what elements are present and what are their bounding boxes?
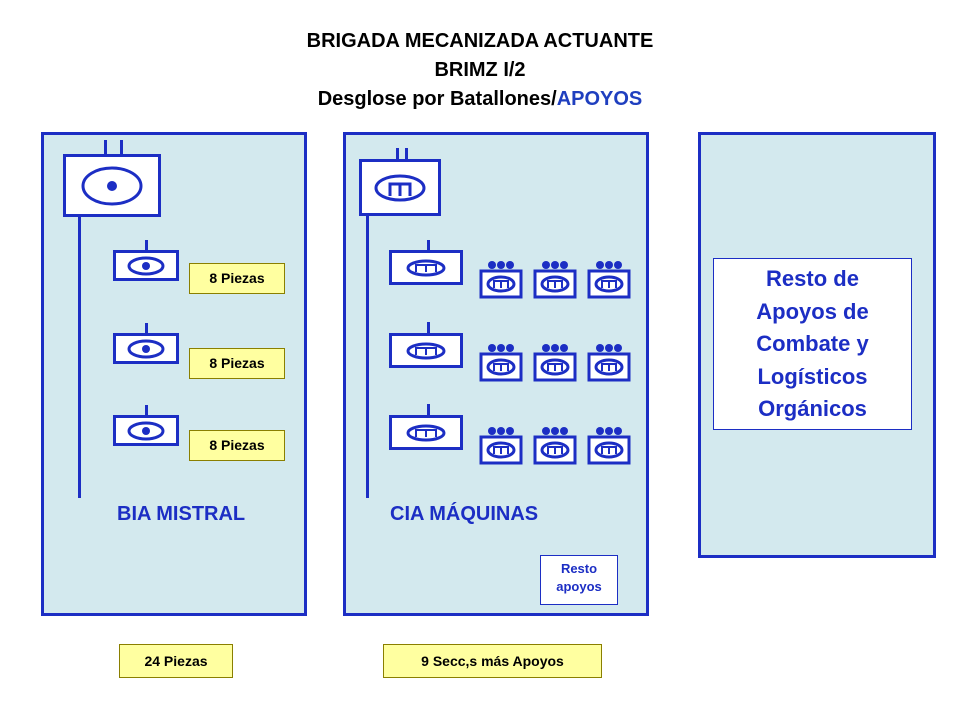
resto-apoyos-box: Resto apoyos	[540, 555, 618, 605]
hq-symbol-mid	[359, 159, 441, 216]
unit-symbol-left-1	[113, 250, 179, 281]
title-accent: APOYOS	[556, 88, 643, 110]
resto-line-4: Logísticos	[757, 363, 868, 389]
squad-symbol-icon	[587, 261, 631, 299]
ellipse-dot-icon	[127, 256, 165, 276]
unit-staff-left-1	[145, 240, 148, 254]
resto-line-3: Combate y	[756, 331, 869, 356]
engineer-ellipse-icon	[406, 259, 446, 277]
hq-staff-mid-2	[405, 148, 408, 162]
total-bia-mistral: 24 Piezas	[119, 644, 233, 678]
unit-staff-mid-2	[427, 322, 430, 335]
pieces-label-1: 8 Piezas	[189, 263, 285, 294]
resto-line-2: Apoyos de	[756, 298, 869, 324]
pieces-label-2: 8 Piezas	[189, 348, 285, 379]
squad-symbol-icon	[533, 261, 577, 299]
unit-staff-left-3	[145, 405, 148, 419]
hq-symbol-left	[63, 154, 161, 217]
resto-apoyos-line-2: apoyos	[556, 579, 602, 594]
resto-apoyos-organicos-box: Resto de Apoyos de Combate y Logísticos …	[713, 258, 912, 430]
title-prefix: Desglose por Batallones/	[317, 88, 557, 110]
label-bia-mistral: BIA MISTRAL	[117, 503, 246, 525]
engineer-ellipse-icon	[374, 174, 426, 202]
hq-staff-left-1	[104, 140, 107, 156]
unit-symbol-mid-3	[389, 415, 463, 450]
unit-symbol-left-2	[113, 333, 179, 364]
squad-symbol-icon	[479, 427, 523, 465]
ellipse-dot-icon	[127, 421, 165, 441]
squad-symbol-icon	[533, 344, 577, 382]
vertical-line-mid	[366, 216, 369, 498]
total-cia-maquinas: 9 Secc,s más Apoyos	[383, 644, 602, 678]
unit-staff-mid-3	[427, 404, 430, 417]
resto-line-1: Resto de	[766, 266, 859, 291]
engineer-ellipse-icon	[406, 424, 446, 442]
title-line-3: Desglose por Batallones/APOYOS	[0, 88, 960, 111]
squad-symbol-icon	[479, 261, 523, 299]
squad-symbol-icon	[587, 427, 631, 465]
ellipse-dot-icon	[81, 166, 143, 206]
ellipse-dot-icon	[127, 339, 165, 359]
unit-symbol-mid-2	[389, 333, 463, 368]
title-line-2: BRIMZ I/2	[434, 59, 526, 81]
resto-line-5: Orgánicos	[758, 396, 867, 421]
hq-staff-mid-1	[396, 148, 399, 162]
hq-staff-left-2	[120, 140, 123, 156]
title-line-1: BRIGADA MECANIZADA ACTUANTE	[306, 30, 654, 52]
engineer-ellipse-icon	[406, 342, 446, 360]
resto-apoyos-line-1: Resto	[560, 561, 598, 576]
squad-symbol-icon	[479, 344, 523, 382]
unit-symbol-left-3	[113, 415, 179, 446]
unit-symbol-mid-1	[389, 250, 463, 285]
unit-staff-mid-1	[427, 240, 430, 253]
squad-symbol-icon	[533, 427, 577, 465]
vertical-line-left	[78, 217, 81, 498]
squad-symbol-icon	[587, 344, 631, 382]
pieces-label-3: 8 Piezas	[189, 430, 285, 461]
unit-staff-left-2	[145, 323, 148, 337]
label-cia-maquinas: CIA MÁQUINAS	[390, 503, 539, 525]
